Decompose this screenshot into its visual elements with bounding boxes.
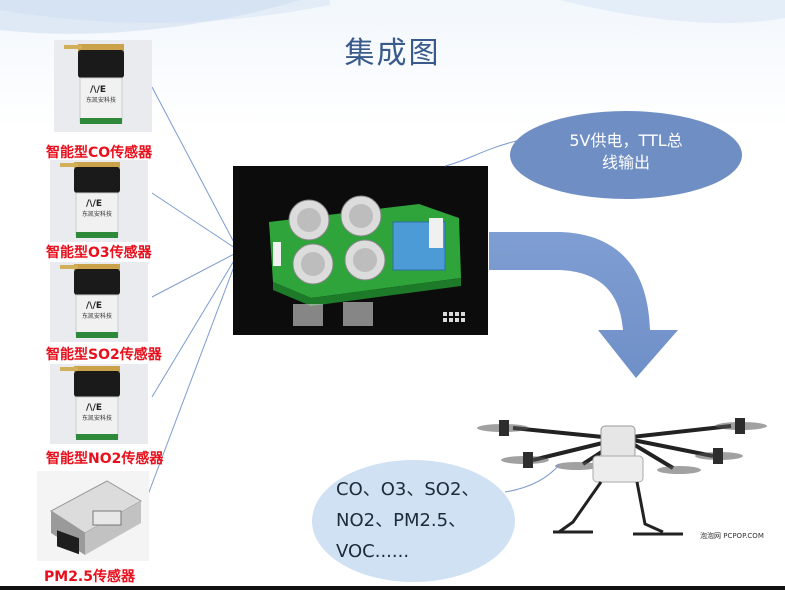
sensor-brand-text: 东凯安科技: [86, 96, 116, 104]
no2-sensor-image: /\/E 东凯安科技: [50, 364, 148, 444]
pm25-sensor-image: [37, 471, 149, 561]
sensor-brand-text: 东凯安科技: [82, 210, 112, 218]
o3-sensor-label: 智能型O3传感器: [46, 245, 152, 261]
power-output-bubble: 5V供电，TTL总 线输出: [510, 111, 742, 199]
sensor-brand-text: 东凯安科技: [82, 312, 112, 320]
svg-text:/\/E: /\/E: [86, 403, 102, 413]
svg-text:/\/E: /\/E: [86, 301, 102, 311]
o3-sensor-image: /\/E 东凯安科技: [50, 160, 148, 242]
page-title: 集成图: [344, 36, 441, 71]
drone-photo-credit: 泡泡网 PCPOP.COM: [700, 532, 764, 540]
so2-sensor-image: /\/E 东凯安科技: [50, 262, 148, 342]
detected-gases-bubble: CO、O3、SO2、 NO2、PM2.5、 VOC......: [312, 460, 515, 582]
connector-line-o3: [151, 192, 239, 251]
connector-line-no2: [151, 253, 239, 398]
power-bubble-line2: 线输出: [601, 153, 650, 172]
slide-bottom-border: [0, 586, 785, 590]
gas-bubble-line2: NO2、PM2.5、: [336, 510, 467, 531]
so2-sensor-label: 智能型SO2传感器: [46, 347, 162, 363]
connector-line-pm25: [145, 255, 239, 501]
drone-image: [473, 398, 775, 548]
power-bubble-line1: 5V供电，TTL总: [569, 131, 683, 150]
co-sensor-image: 东凯安科技 /\/E: [54, 40, 152, 132]
co-sensor-label: 智能型CO传感器: [46, 145, 153, 161]
connector-line-so2: [151, 251, 239, 298]
svg-text:/\/E: /\/E: [90, 85, 106, 95]
connector-line-co: [151, 86, 239, 251]
no2-sensor-label: 智能型NO2传感器: [46, 451, 164, 467]
svg-text:/\/E: /\/E: [86, 199, 102, 209]
integrated-board-image: [233, 166, 488, 335]
sensor-brand-text: 东凯安科技: [82, 414, 112, 422]
gas-bubble-line3: VOC......: [336, 541, 410, 562]
gas-bubble-line1: CO、O3、SO2、: [336, 479, 480, 500]
pm25-sensor-label: PM2.5传感器: [44, 569, 135, 585]
